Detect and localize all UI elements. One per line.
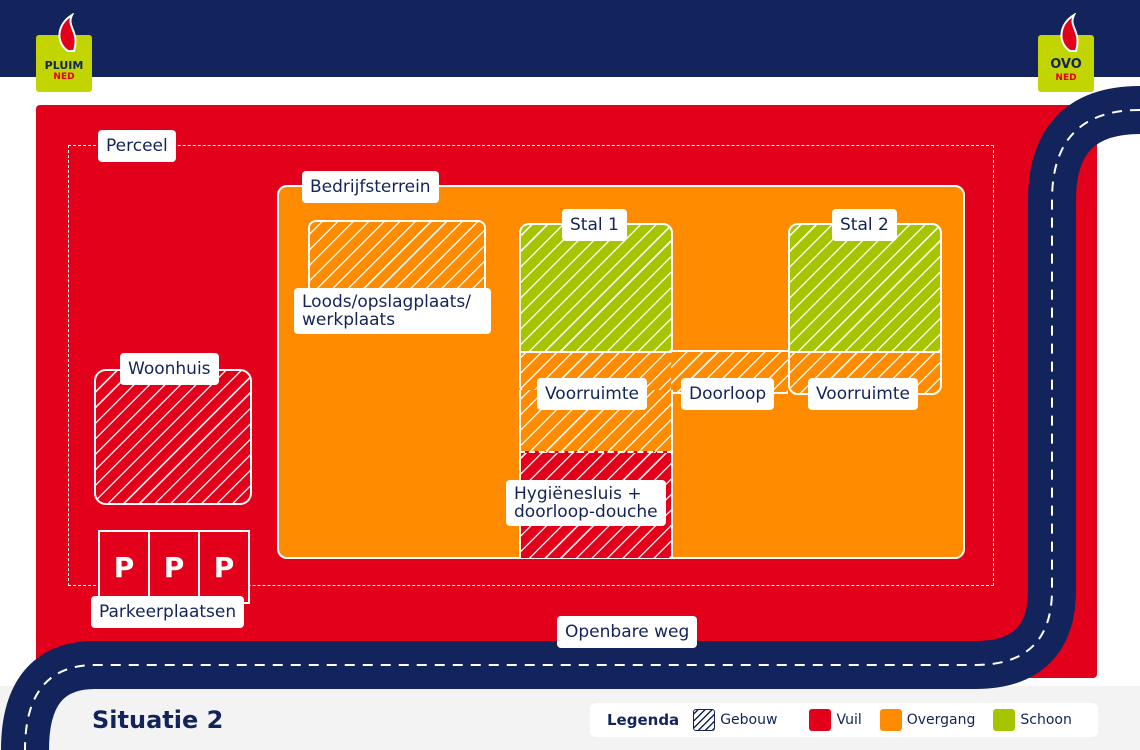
logo-right-line1: OVO bbox=[1050, 57, 1082, 72]
legend-label: Schoon bbox=[1020, 712, 1072, 728]
legend-item-gebouw: Gebouw bbox=[693, 709, 777, 731]
voorruimte2-label: Voorruimte bbox=[808, 378, 918, 410]
loods-label-line1: Loods/opslagplaats/ bbox=[302, 292, 471, 312]
legend-title: Legenda bbox=[607, 711, 680, 729]
voorruimte1-label: Voorruimte bbox=[537, 378, 647, 410]
feather-icon bbox=[58, 13, 77, 52]
hygienesluis-label-line2: doorloop-douche bbox=[514, 502, 658, 522]
logo-left-line1: PLUIM bbox=[44, 59, 84, 72]
bedrijfsterrein-label: Bedrijfsterrein bbox=[302, 171, 439, 203]
legend-label: Vuil bbox=[836, 712, 862, 728]
legend-label: Overgang bbox=[906, 712, 976, 728]
hygienesluis-label: Hygiënesluis + doorloop-douche bbox=[506, 480, 666, 526]
orange-swatch-icon bbox=[879, 709, 902, 731]
stal2-label: Stal 2 bbox=[832, 209, 897, 241]
legend-item-overgang: Overgang bbox=[879, 709, 976, 731]
stal2-building bbox=[788, 223, 942, 395]
green-swatch-icon bbox=[993, 709, 1016, 731]
hatch-swatch-icon bbox=[693, 709, 716, 731]
perceel-label: Perceel bbox=[98, 130, 176, 162]
feather-icon bbox=[1060, 13, 1079, 52]
woonhuis-label: Woonhuis bbox=[120, 353, 219, 385]
doorloop-label: Doorloop bbox=[681, 378, 775, 410]
stal1-schoon-area bbox=[521, 225, 671, 351]
parkeerplaatsen-label: Parkeerplaatsen bbox=[91, 596, 245, 628]
header-band bbox=[0, 0, 1140, 77]
legend-item-vuil: Vuil bbox=[809, 709, 862, 731]
loods-building bbox=[308, 220, 486, 294]
ovoned-logo: OVO NED bbox=[1038, 13, 1094, 92]
pluimned-logo: PLUIM NED bbox=[36, 13, 92, 92]
hygienesluis-label-line1: Hygiënesluis + bbox=[514, 484, 642, 504]
legend-label: Gebouw bbox=[720, 712, 778, 728]
public-road bbox=[1, 86, 1140, 750]
legend-item-schoon: Schoon bbox=[993, 709, 1072, 731]
legend: Legenda Gebouw Vuil Overgang Schoon bbox=[590, 703, 1098, 737]
stal2-schoon-area bbox=[790, 225, 940, 351]
red-swatch-icon bbox=[809, 709, 832, 731]
situatie-title: Situatie 2 bbox=[92, 706, 224, 734]
road-center-line bbox=[24, 109, 1140, 750]
parking-space: P bbox=[198, 530, 250, 604]
loods-label: Loods/opslagplaats/ werkplaats bbox=[294, 288, 491, 334]
logo-right-line2: NED bbox=[1055, 73, 1077, 83]
loods-label-line2: werkplaats bbox=[302, 310, 396, 330]
perceel-boundary bbox=[68, 145, 994, 586]
stal1-label: Stal 1 bbox=[562, 209, 627, 241]
openbare-weg-label: Openbare weg bbox=[557, 616, 698, 648]
logo-left-line2: NED bbox=[53, 72, 75, 82]
